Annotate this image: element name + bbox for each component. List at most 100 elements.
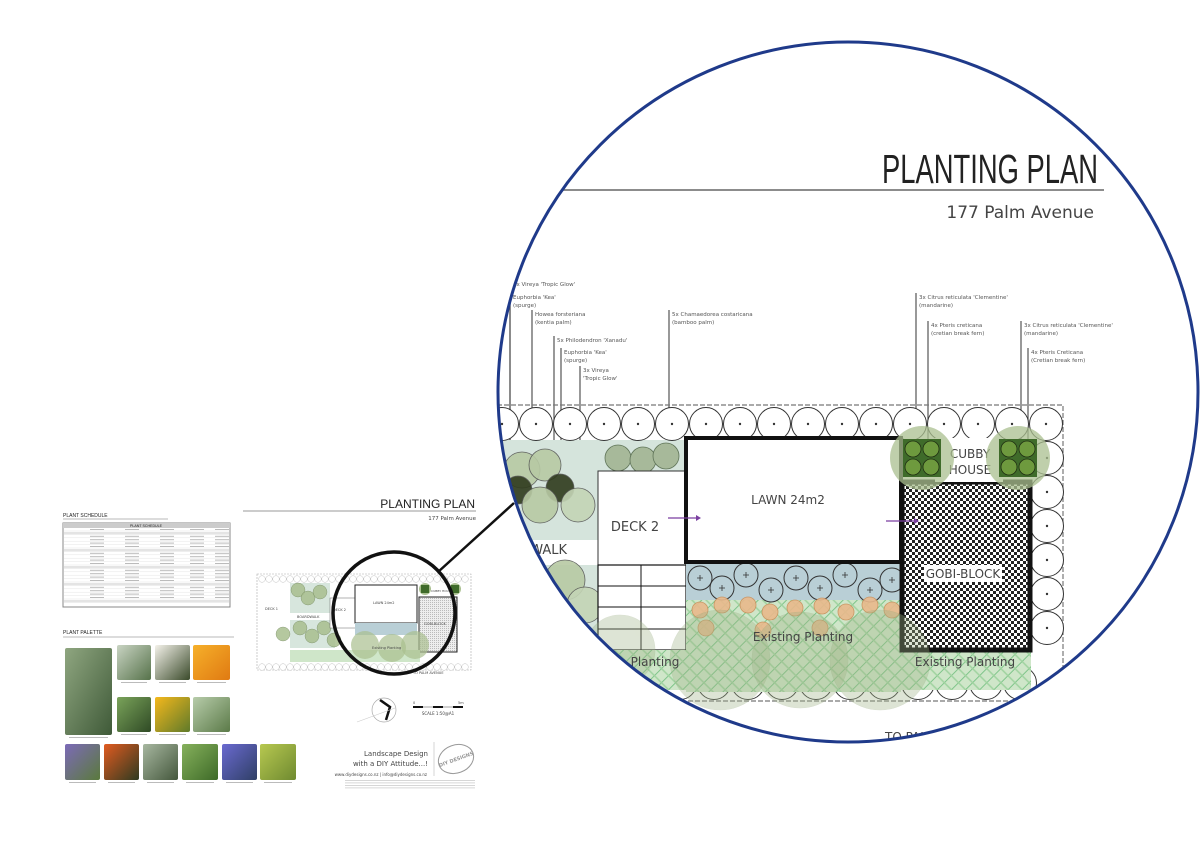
table-cell [215, 597, 229, 598]
table-cell [125, 539, 139, 541]
small-hedge [363, 575, 371, 583]
hedge-center [772, 422, 776, 426]
table-cell [125, 535, 139, 537]
table-cell [215, 542, 229, 544]
plant-photo-caption [69, 782, 96, 783]
existing-planting-left-label: Planting [631, 655, 680, 669]
callout-label: (bamboo palm) [672, 320, 714, 326]
table-cell [190, 559, 204, 561]
small-hedge [335, 663, 343, 671]
small-label-boardwalk: BOARDWALK [297, 615, 320, 619]
palm-symbol [629, 446, 657, 474]
callout-label: (mandarine) [919, 303, 953, 309]
small-hedge [272, 575, 280, 583]
table-cell [190, 590, 204, 592]
plant-palette-heading: PLANT PALETTE [63, 630, 103, 636]
table-cell [160, 539, 174, 541]
existing-tree-canopy [669, 609, 771, 711]
hedge-center [636, 422, 640, 426]
plant-palette [65, 645, 296, 783]
table-cell [160, 597, 174, 598]
table-cell [90, 552, 104, 554]
table-cell [160, 580, 174, 581]
hedge-center [1045, 626, 1049, 630]
small-hedge [286, 575, 294, 583]
cubby-label-line1: CUBBY [950, 447, 991, 461]
shrub-center [743, 572, 749, 578]
small-hedge [349, 575, 357, 583]
scale-label: SCALE 1:50@A1 [422, 711, 455, 716]
table-cell [160, 559, 174, 561]
table-cell [90, 593, 104, 595]
small-magnifier-circle [331, 550, 457, 676]
fern-symbol [1018, 440, 1036, 458]
callout-label: 3x Citrus reticulata 'Clementine' [1024, 323, 1113, 329]
plant-photo-caption [121, 682, 147, 683]
callout-label: 3x Vireya 'Tropic Glow' [513, 282, 575, 288]
callout-label: 5x Chamaedorea costaricana [672, 312, 753, 318]
hedge-center [670, 422, 674, 426]
small-hedge [349, 663, 357, 671]
callout-label: (spurge) [564, 358, 587, 364]
diy-designs-logo: DIY DESIGNS [437, 743, 475, 775]
small-hedge [300, 575, 308, 583]
table-cell [125, 573, 139, 575]
small-label-cubby: CUBBY HOUSE [431, 589, 453, 593]
sheet-address: 177 Palm Avenue [428, 516, 476, 522]
plant-schedule-table: PLANT SCHEDULE [62, 522, 231, 608]
small-hedge [461, 663, 469, 671]
small-hedge [279, 663, 287, 671]
gobi-block-label: GOBI-BLOCK [926, 567, 1002, 581]
fern-symbol [922, 440, 940, 458]
existing-tree-canopy [751, 611, 849, 709]
table-cell [215, 586, 229, 588]
small-hedge [398, 663, 406, 671]
plan-address: 177 Palm Avenue [946, 203, 1094, 223]
hedge-center [806, 422, 810, 426]
table-cell [215, 580, 229, 581]
small-hedge [405, 575, 413, 583]
small-tree [312, 584, 328, 600]
small-hedge [272, 663, 280, 671]
table-cell [190, 539, 204, 541]
small-hedge [286, 663, 294, 671]
contact-info: www.diydesigns.co.nz | info@diydesigns.c… [335, 772, 427, 777]
callout-label: 3x Citrus reticulata 'Clementine' [919, 295, 1008, 301]
table-cell [125, 576, 139, 578]
table-cell [190, 573, 204, 575]
scale-bar: 0 5m SCALE 1:50@A1 [413, 701, 464, 716]
table-cell [160, 535, 174, 537]
table-cell [215, 535, 229, 537]
fern-symbol [739, 596, 757, 614]
table-cell [125, 529, 139, 530]
small-tree [304, 628, 320, 644]
table-cell [160, 576, 174, 578]
table-cell [215, 590, 229, 592]
table-cell [190, 563, 204, 564]
fine-print-line [345, 780, 475, 781]
hedge-center [1045, 490, 1049, 494]
table-cell [215, 559, 229, 561]
table-cell [160, 593, 174, 595]
fine-print-line [345, 782, 475, 784]
table-cell [190, 597, 204, 598]
small-hedge [307, 663, 315, 671]
callout-label: (kentia palm) [535, 320, 572, 326]
small-label-lawn: LAWN 24m2 [373, 601, 395, 605]
existing-tree-canopy [829, 609, 931, 711]
table-cell [215, 569, 229, 571]
fine-print-line [345, 785, 475, 786]
small-tree [316, 620, 332, 636]
small-hedge [279, 575, 287, 583]
plant-photo [65, 744, 100, 780]
small-hedge [258, 663, 266, 671]
table-cell [190, 529, 204, 530]
deck-2-label: DECK 2 [611, 520, 659, 535]
magnified-view: PLANTING PLAN 177 Palm Avenue 3x Vireya … [496, 40, 1200, 744]
table-cell [215, 556, 229, 558]
table-cell [215, 593, 229, 595]
shrub-center [719, 585, 725, 591]
table-cell [190, 580, 204, 581]
hedge-center [1045, 524, 1049, 528]
callout-label: (Cretian break fern) [1031, 358, 1085, 364]
